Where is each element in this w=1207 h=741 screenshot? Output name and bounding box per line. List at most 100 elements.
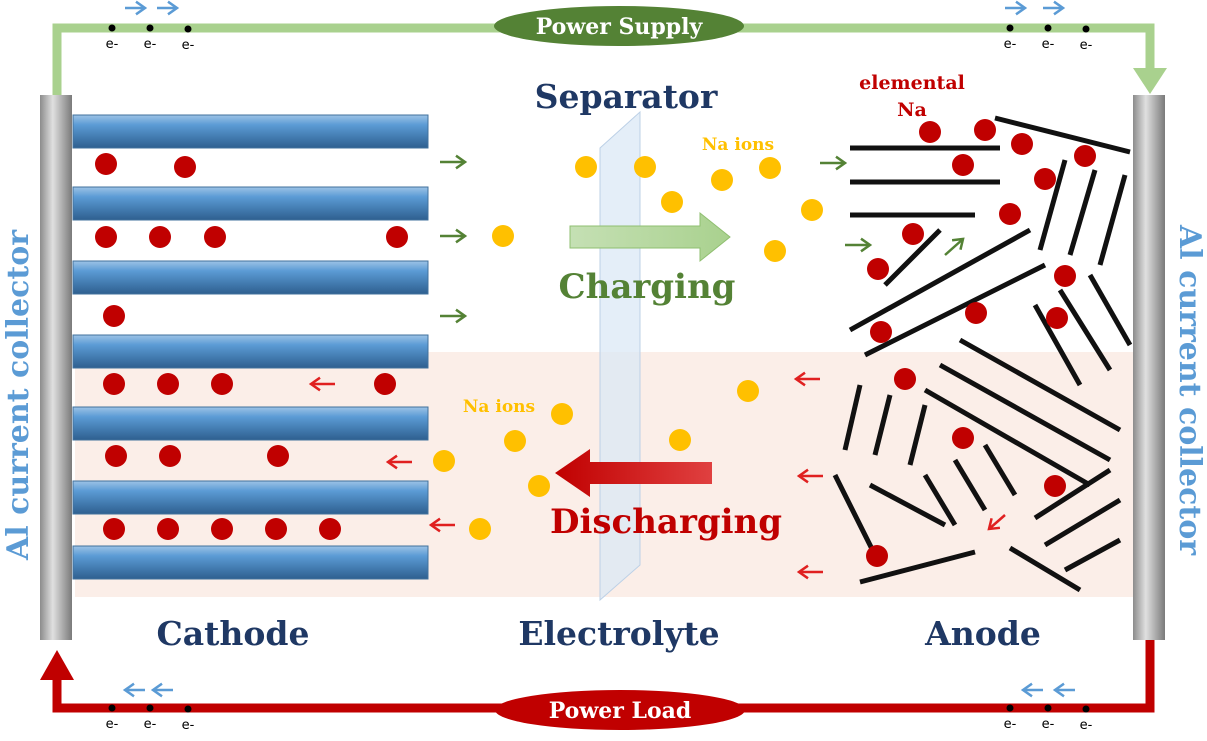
arrow-head: [1052, 682, 1065, 698]
sodium-ion: [737, 380, 759, 402]
sodium-atom: [149, 226, 171, 248]
anode-carbon-layer: [842, 384, 863, 451]
arrow-head: [455, 154, 468, 170]
anode-carbon-layer: [1032, 303, 1083, 387]
discharging-direction-arrow: [796, 564, 823, 580]
anode-carbon-layer: [1087, 273, 1133, 347]
anode-carbon-layer: [1008, 545, 1082, 593]
arrow-head: [793, 371, 806, 387]
sodium-ion: [764, 240, 786, 262]
sodium-ion: [433, 450, 455, 472]
electron-flow-arrow: [1052, 682, 1075, 698]
sodium-atom: [103, 518, 125, 540]
electrolyte-label: Electrolyte: [518, 614, 719, 653]
charging-direction-arrow: [440, 154, 468, 170]
left-collector-label: Al current collector: [1, 229, 36, 561]
arrow-head: [1015, 0, 1028, 16]
anode-carbon-layer: [923, 387, 1092, 488]
charging-direction-arrow: [820, 155, 848, 171]
electron-flow-arrow: [1043, 0, 1066, 16]
anode-carbon-layer: [883, 228, 942, 287]
sodium-atom: [211, 373, 233, 395]
electron-dot: [1044, 704, 1052, 712]
sodium-atom: [95, 226, 117, 248]
charging-label: Charging: [559, 267, 736, 307]
elemental-na-label: elemental: [859, 72, 965, 94]
sodium-ion: [669, 429, 691, 451]
anode-carbon-layer: [872, 394, 893, 456]
sodium-ion: [492, 225, 514, 247]
discharging-direction-arrow: [385, 454, 412, 470]
anode-carbon-layer: [863, 262, 1047, 358]
arrow-head: [455, 308, 468, 324]
arrow-head: [167, 0, 180, 16]
anode-label: Anode: [924, 614, 1041, 653]
electron-flow-arrow: [1005, 0, 1028, 16]
sodium-atom: [374, 373, 396, 395]
power-supply-badge: [494, 6, 744, 46]
arrow-shaft: [988, 514, 1006, 530]
discharging-direction-arrow: [987, 514, 1006, 531]
anode-carbon-layer: [938, 362, 1112, 463]
arrow-head: [796, 468, 809, 484]
electron-label: e-: [182, 38, 195, 53]
cathode-layer: [72, 260, 429, 295]
electron-label: e-: [1080, 718, 1093, 733]
anode-carbon-layer: [1057, 288, 1113, 372]
sodium-atom: [267, 445, 289, 467]
electron-label: e-: [1004, 37, 1017, 52]
cathode-layer: [72, 114, 429, 149]
charging-direction-arrow: [440, 308, 468, 324]
electron-dot: [1082, 25, 1090, 33]
sodium-atom: [103, 373, 125, 395]
cathode-layer: [72, 545, 429, 580]
cathode-layer: [72, 334, 429, 369]
sodium-atom: [952, 427, 974, 449]
arrow-head: [796, 564, 809, 580]
discharging-label: Discharging: [550, 502, 782, 542]
sodium-atom: [952, 154, 974, 176]
sodium-ion: [469, 518, 491, 540]
electron-dot: [108, 704, 116, 712]
electron-flow-arrow: [150, 682, 173, 698]
sodium-ion: [528, 475, 550, 497]
electron-dot: [146, 24, 154, 32]
na-ions-bottom-label: Na ions: [463, 397, 535, 417]
cathode-layer: [72, 480, 429, 515]
anode-carbon-layer: [907, 404, 928, 466]
electron-dot: [1082, 705, 1090, 713]
electron-flow-arrow: [157, 0, 180, 16]
anode-carbon-layer: [859, 549, 976, 585]
arrow-head: [428, 517, 441, 533]
arrow-head: [308, 376, 321, 392]
arrow-shaft: [944, 238, 964, 256]
anode-carbon-layer: [982, 443, 1018, 497]
electron-label: e-: [106, 717, 119, 732]
electron-label: e-: [1080, 38, 1093, 53]
separator-label: Separator: [535, 77, 718, 116]
electron-label: e-: [1042, 717, 1055, 732]
electron-dot: [1006, 24, 1014, 32]
sodium-atom: [265, 518, 287, 540]
discharging-direction-arrow: [793, 371, 820, 387]
sodium-atom: [204, 226, 226, 248]
arrow-head: [455, 228, 468, 244]
anode-carbon-layer: [922, 473, 958, 527]
sodium-ion: [575, 156, 597, 178]
load-arrowhead: [40, 650, 74, 680]
electron-label: e-: [182, 718, 195, 733]
arrow-head: [1020, 682, 1033, 698]
sodium-atom: [867, 258, 889, 280]
anode-carbon-layer: [832, 473, 878, 557]
discharging-direction-arrow: [428, 517, 455, 533]
electron-flow-arrow: [122, 682, 145, 698]
sodium-atom: [974, 119, 996, 141]
arrow-head: [150, 682, 163, 698]
charging-direction-arrow: [845, 237, 873, 253]
anode-carbon-layer: [1033, 467, 1112, 521]
sodium-ion: [759, 157, 781, 179]
sodium-atom: [105, 445, 127, 467]
right-current-collector: [1133, 95, 1165, 640]
anode-carbon-layer: [958, 337, 1122, 433]
